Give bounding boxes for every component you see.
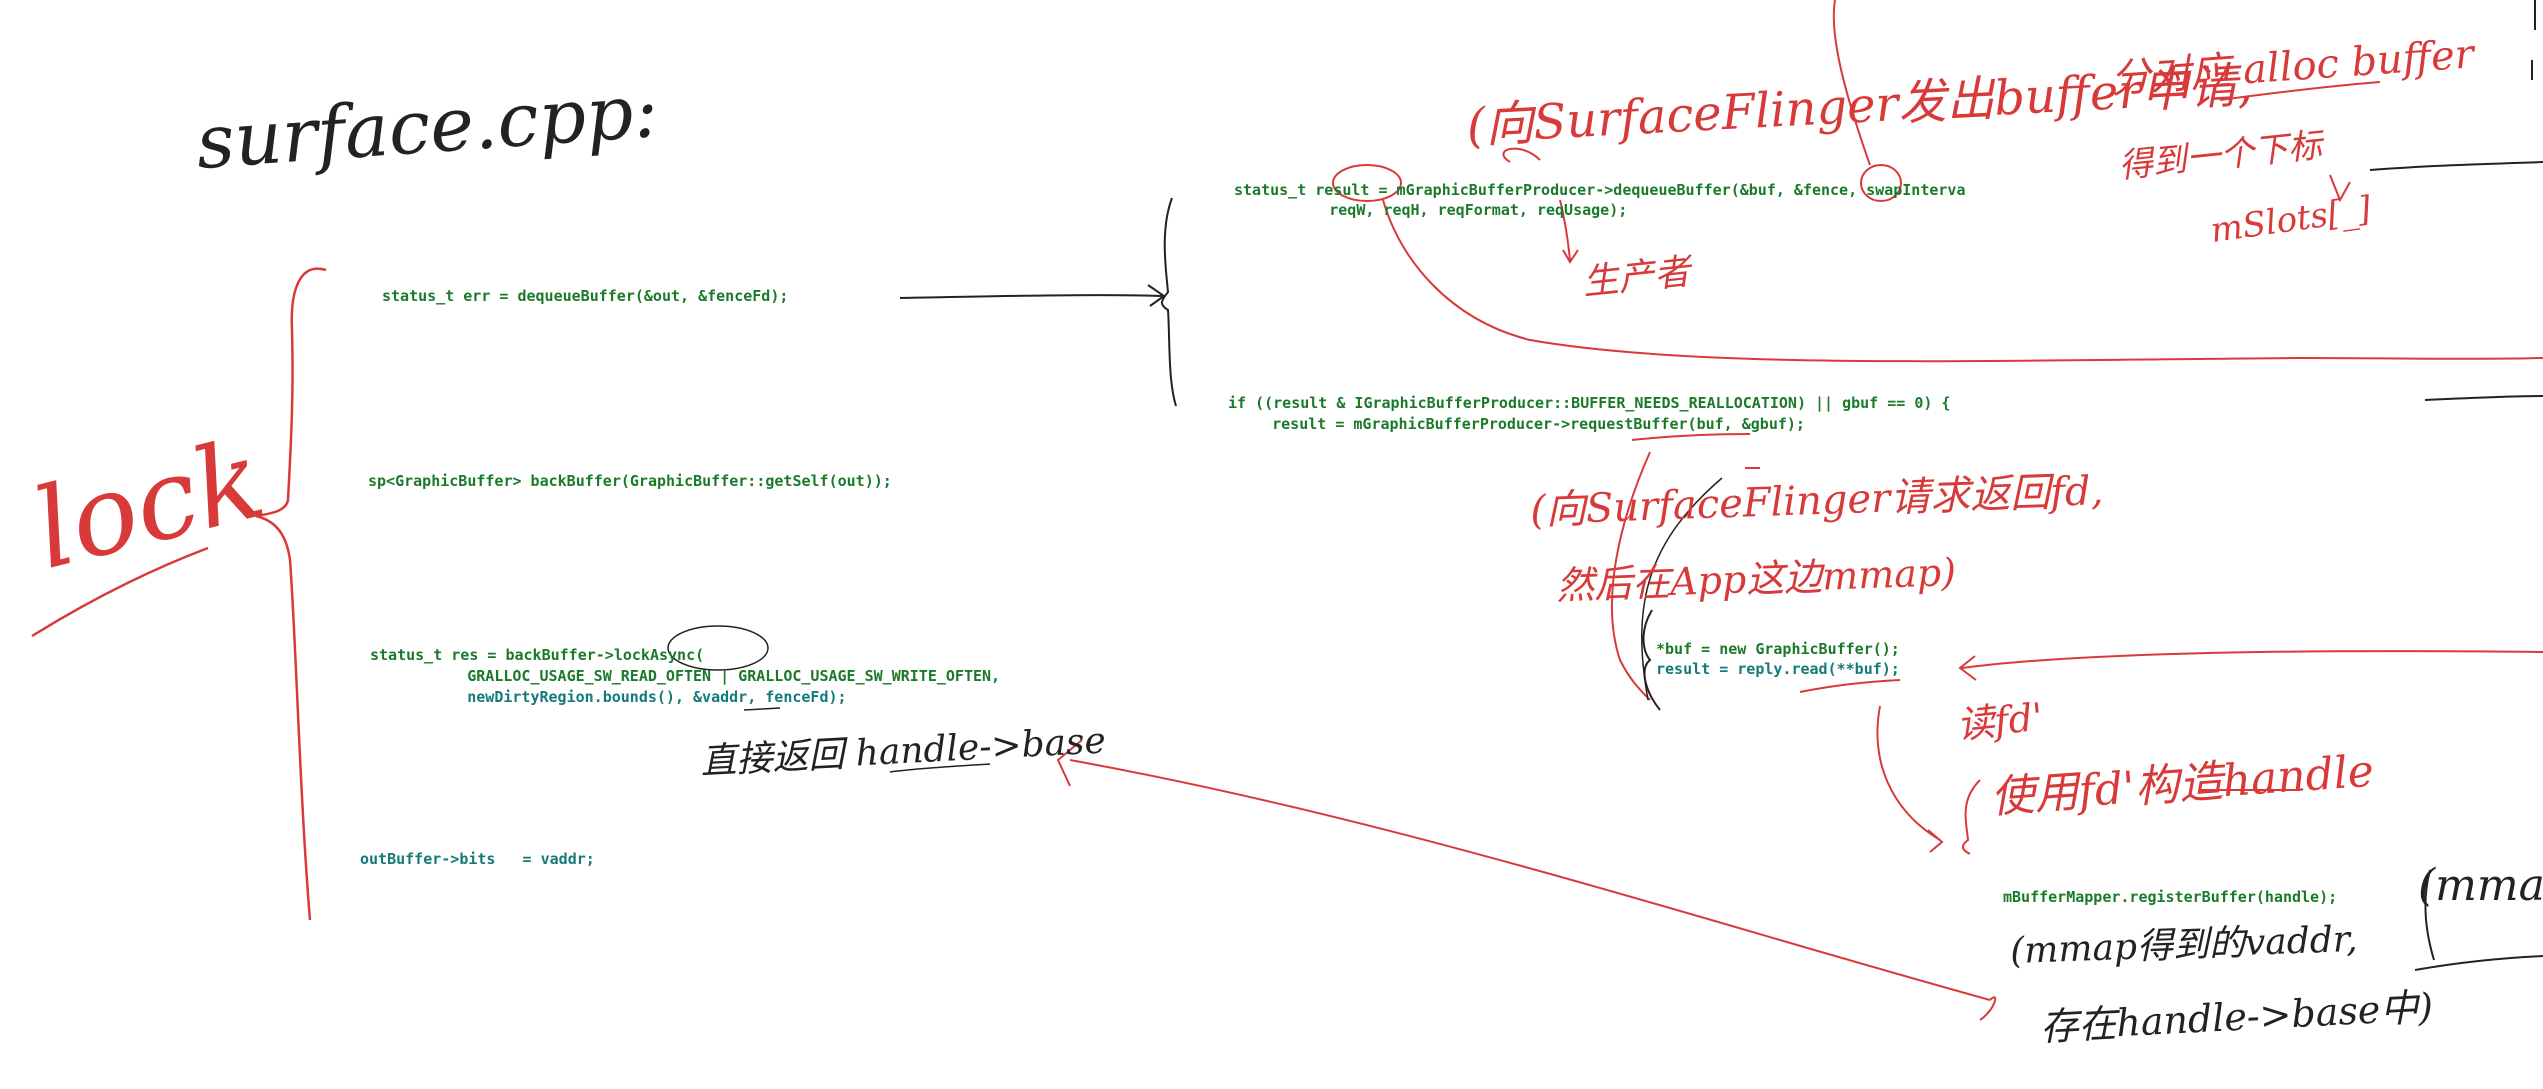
code-producer-dequeue-1: status_t result = mGraphicBufferProducer… — [1234, 181, 1966, 199]
code-new-buf-2: result = reply.read(**buf); — [1656, 660, 1900, 678]
code-lock-async-3: newDirtyRegion.bounds(), &vaddr, fenceFd… — [395, 688, 847, 706]
code-register-buffer: mBufferMapper.registerBuffer(handle); — [2003, 888, 2338, 906]
black-brace — [1161, 197, 1177, 407]
code-dequeue-call: status_t err = dequeueBuffer(&out, &fenc… — [382, 287, 789, 305]
code-realloc-1: if ((result & IGraphicBufferProducer::BU… — [1228, 394, 1951, 412]
lock-brace — [255, 267, 327, 921]
code-new-buf-1: *buf = new GraphicBuffer(); — [1656, 640, 1900, 658]
note-read-fd: 读fd' — [1954, 694, 2046, 748]
code-realloc-2: result = mGraphicBufferProducer->request… — [1236, 415, 1805, 433]
note-mmap-right: (mmap — [2418, 860, 2543, 911]
code-lock-async-2: GRALLOC_USAGE_SW_READ_OFTEN | GRALLOC_US… — [395, 667, 1001, 685]
black-arrow-dequeue — [899, 294, 1163, 299]
code-out-bits: outBuffer->bits = vaddr; — [360, 850, 595, 868]
code-producer-dequeue-2: reqW, reqH, reqFormat, reqUsage); — [1257, 201, 1628, 219]
code-back-buffer: sp<GraphicBuffer> backBuffer(GraphicBuff… — [368, 472, 892, 490]
code-lock-async-1: status_t res = backBuffer->lockAsync( — [370, 646, 705, 664]
